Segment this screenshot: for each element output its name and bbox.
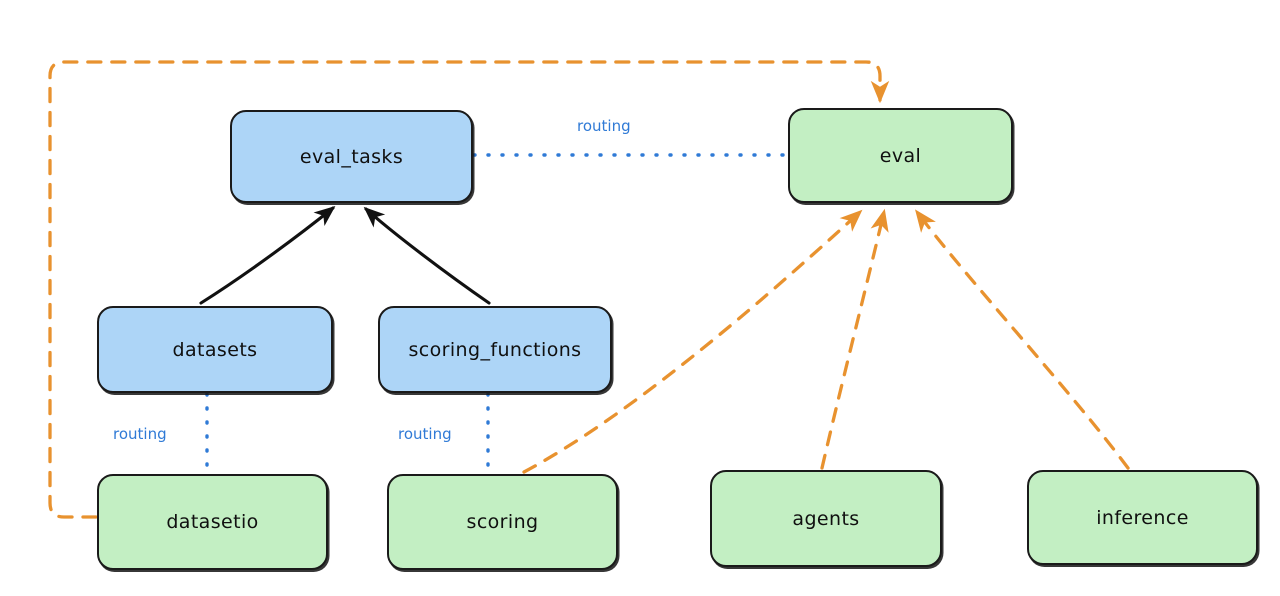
node-label-datasetio: datasetio xyxy=(166,511,259,533)
edge-datasets-to-eval-tasks xyxy=(199,206,336,305)
node-label-eval: eval xyxy=(879,144,922,167)
edge-label-routing-datasets-datasetio: routing xyxy=(113,425,167,443)
edge-label-routing-eval-tasks-eval: routing xyxy=(577,117,631,135)
node-scoring[interactable]: scoring xyxy=(387,474,618,570)
node-label-inference: inference xyxy=(1096,506,1189,529)
node-datasetio[interactable]: datasetio xyxy=(97,474,328,570)
node-datasets[interactable]: datasets xyxy=(97,306,333,393)
node-label-scoring-functions: scoring_functions xyxy=(408,338,582,361)
node-label-agents: agents xyxy=(792,507,860,530)
edge-agents-to-eval xyxy=(820,208,889,470)
node-agents[interactable]: agents xyxy=(710,470,942,567)
node-inference[interactable]: inference xyxy=(1027,470,1258,565)
node-label-datasets: datasets xyxy=(172,338,258,361)
edge-scoring-functions-to-eval-tasks xyxy=(363,206,491,305)
node-label-scoring: scoring xyxy=(466,511,539,533)
edge-inference-to-eval xyxy=(915,209,1130,470)
node-eval[interactable]: eval xyxy=(788,108,1013,203)
node-label-eval-tasks: eval_tasks xyxy=(299,145,404,168)
node-scoring-functions[interactable]: scoring_functions xyxy=(378,306,612,393)
node-eval-tasks[interactable]: eval_tasks xyxy=(230,110,473,203)
edge-label-routing-scoring-functions-scoring: routing xyxy=(398,425,452,443)
